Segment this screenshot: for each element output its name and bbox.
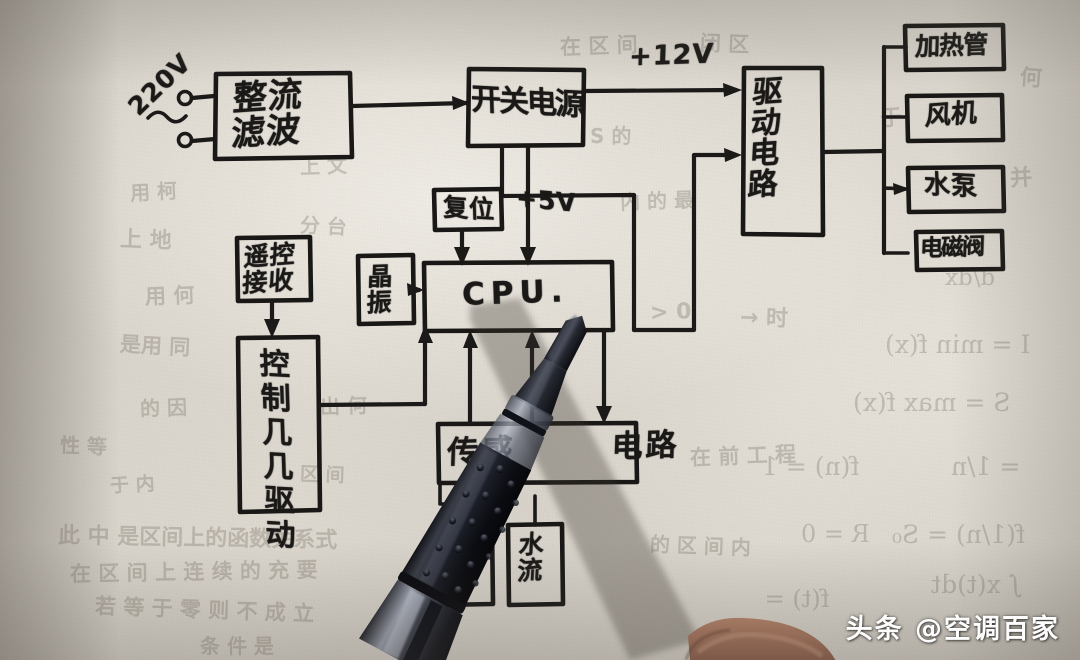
sensor-circuit-label: 传感 电路 — [446, 426, 681, 472]
arrowhead-cpu-5v — [520, 247, 536, 266]
wire-rectifier-to-smps — [349, 100, 469, 109]
wire-smps-right-branch — [499, 145, 637, 261]
wire-driver-to-bus — [820, 148, 887, 155]
reset-box — [431, 186, 505, 233]
wire-12v-rail — [581, 87, 739, 94]
water-pump-label: 水泵 — [923, 169, 979, 203]
terminal-dot-top — [176, 89, 194, 107]
control-panel-box — [235, 334, 323, 515]
fan-box — [904, 92, 1006, 144]
rail-12v-label: +12V — [628, 38, 715, 73]
solenoid-valve-label: 电磁阀 — [919, 233, 984, 263]
wire-keypad-to-cpu — [317, 401, 428, 408]
arrowhead-cpu-reset — [454, 247, 470, 266]
terminal-dot-bottom — [176, 131, 194, 149]
ac-symbol-stroke — [146, 110, 188, 124]
rectifier-filter-label: 整流 滤波 — [230, 74, 304, 155]
arrowhead-cpu-xtal — [407, 283, 424, 296]
switching-power-supply-box — [465, 66, 587, 149]
watermark: 头条 @空调百家 — [845, 614, 1060, 645]
fan-label: 风机 — [924, 98, 978, 132]
heating-tube-label: 加热管 — [914, 29, 988, 62]
mains-input-leads — [146, 89, 218, 149]
arrowhead-keypad-in — [264, 319, 280, 338]
rectifier-filter-box — [212, 70, 355, 162]
temperature-sensor-label: 温 度 — [451, 531, 479, 588]
crystal-oscillator-box — [355, 252, 417, 327]
crystal-oscillator-label: 晶 振 — [366, 261, 394, 318]
reset-label: 复位 — [442, 192, 496, 225]
remote-receiver-label: 遥控 接收 — [241, 239, 297, 298]
arrowhead-driver-ctrl — [724, 148, 742, 162]
lead-bottom — [189, 136, 218, 144]
water-flow-sensor-label: 水 流 — [516, 528, 546, 586]
arrowhead-smps-in — [452, 96, 470, 110]
solenoid-valve-box — [913, 228, 1006, 273]
arrowhead-driver-12v — [723, 83, 742, 97]
drive-circuit-label: 驱 动 电 路 — [746, 73, 785, 204]
lead-top — [189, 93, 217, 101]
remote-receiver-box — [234, 234, 314, 304]
drive-circuit-box — [740, 65, 826, 238]
heating-tube-box — [902, 22, 1007, 73]
control-panel-label: 控制几几驱动 — [253, 346, 296, 554]
wire-temp-to-sensorckt — [438, 481, 468, 529]
cpu-label: CPU. — [461, 273, 569, 313]
rail-5v-label: +5V — [515, 183, 578, 218]
water-pump-box — [905, 164, 1007, 215]
wire-cpu-to-driver — [631, 152, 739, 333]
switching-power-supply-label: 开关电源 — [470, 82, 584, 123]
arrowhead-cpu-keypad — [418, 325, 433, 343]
arrowhead-pump — [893, 183, 910, 195]
